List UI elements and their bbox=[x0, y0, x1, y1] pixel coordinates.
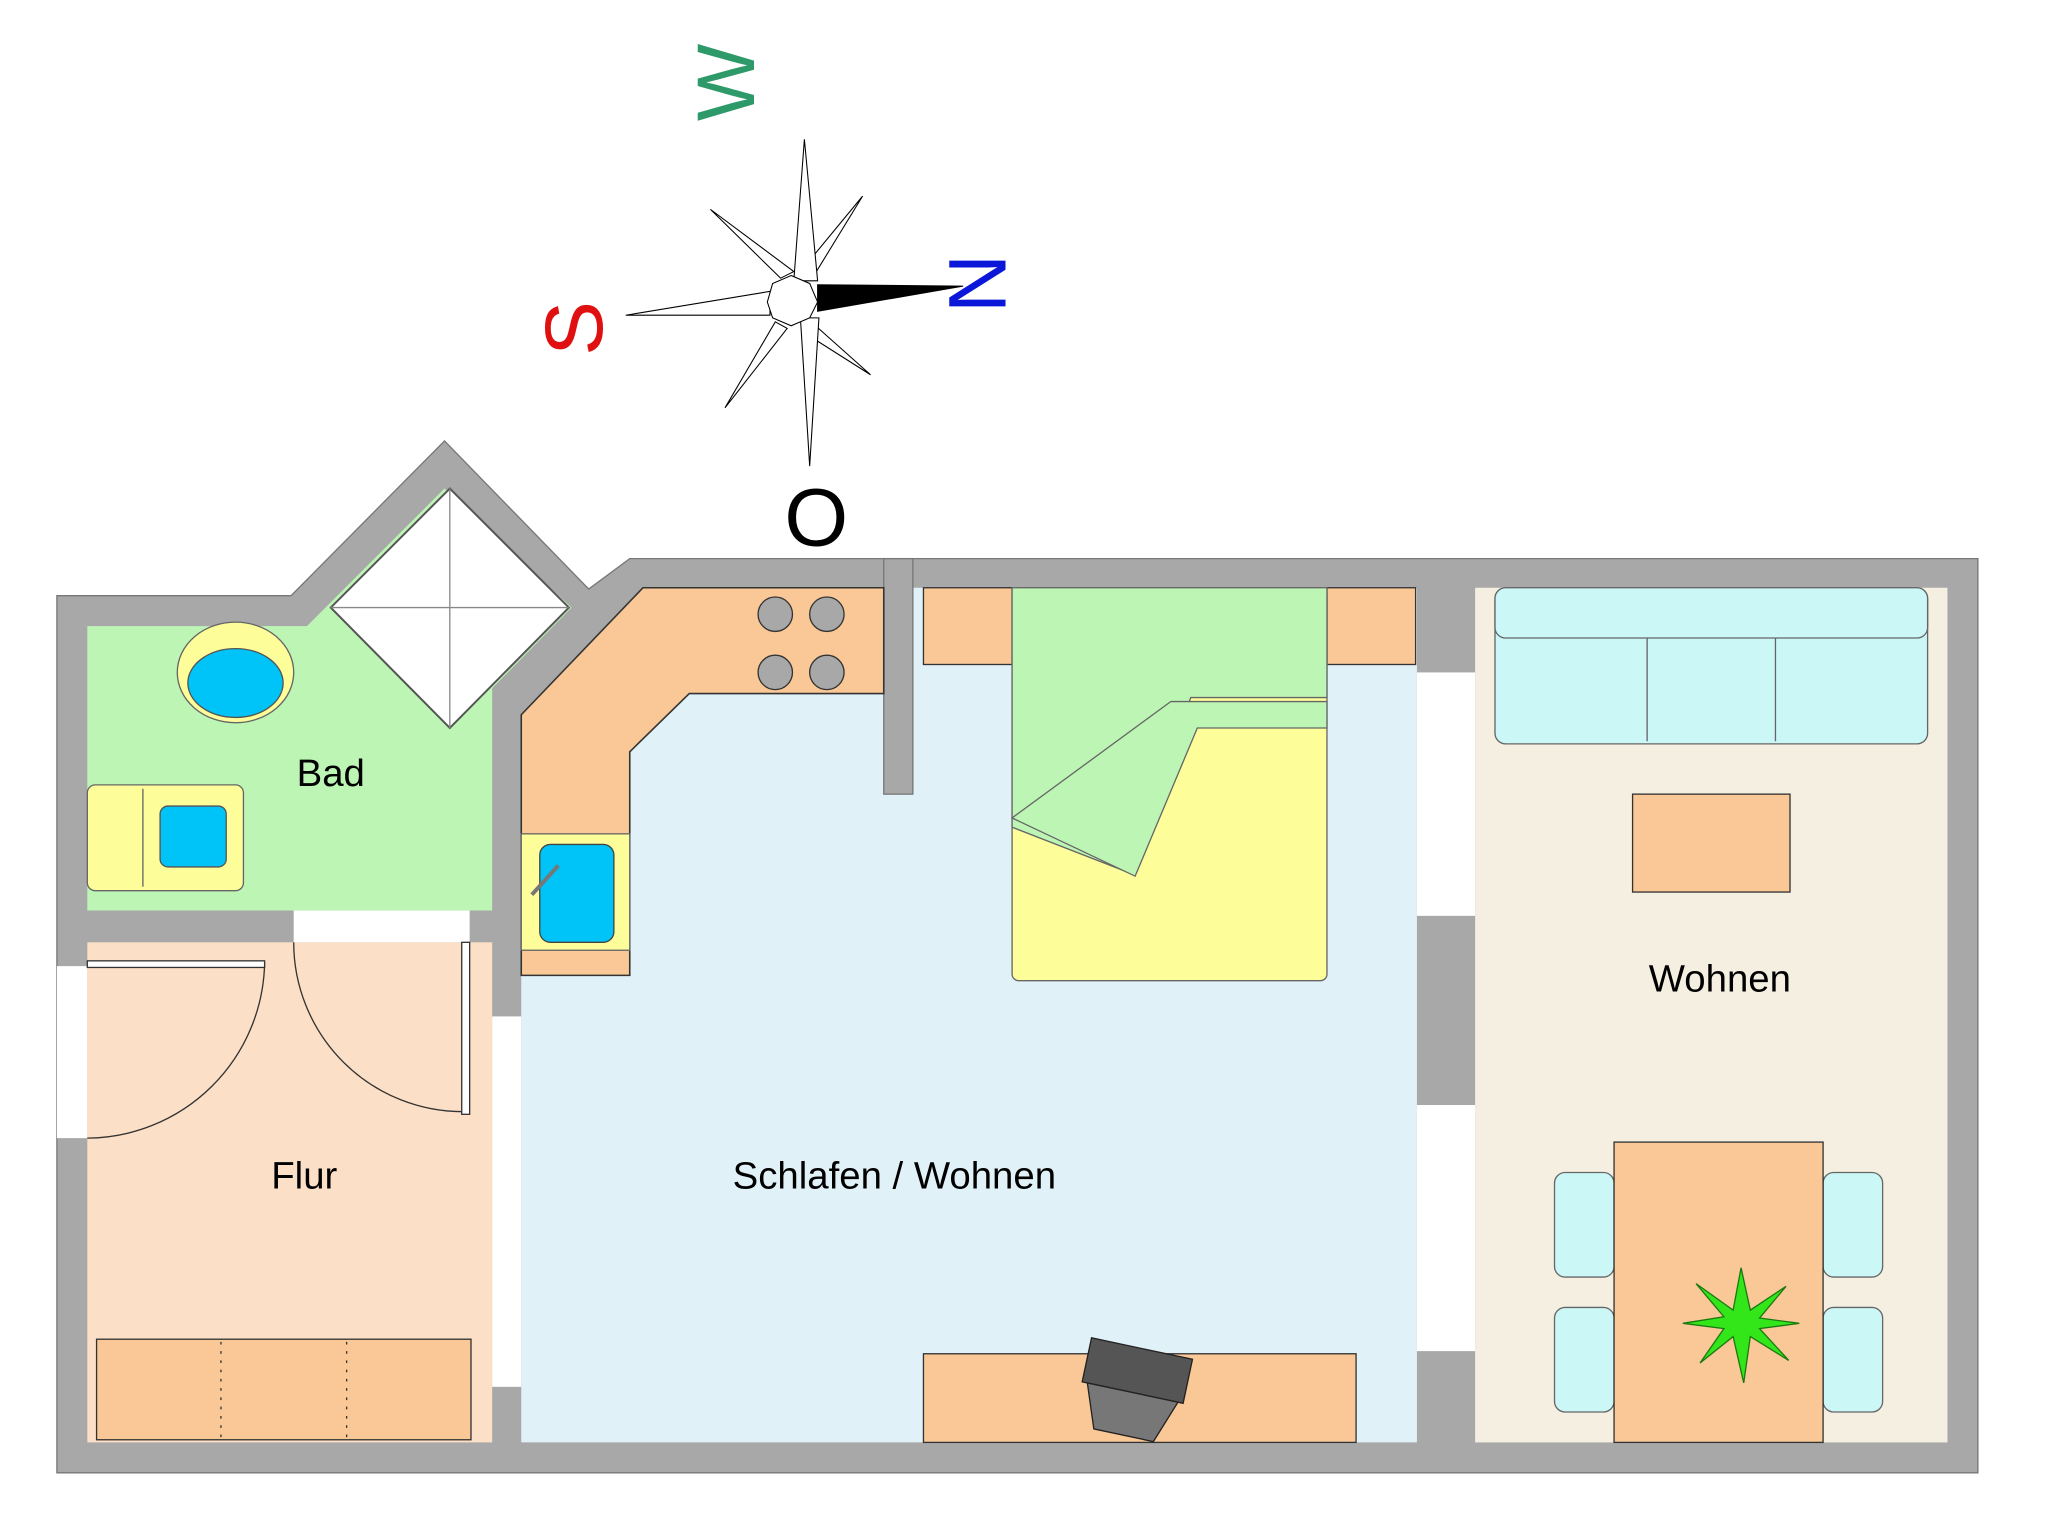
faucet bbox=[530, 864, 560, 897]
bathroom-door-leaf bbox=[461, 941, 471, 1115]
glass-door-upper bbox=[1416, 672, 1476, 916]
label-hallway: Flur bbox=[271, 1154, 337, 1197]
dining-chair bbox=[1553, 1306, 1615, 1413]
office-chair bbox=[1081, 1337, 1194, 1443]
dining-table bbox=[1613, 1141, 1824, 1444]
sofa-back bbox=[1494, 587, 1929, 639]
nightstand bbox=[1326, 587, 1417, 666]
compass-rose-icon bbox=[625, 139, 964, 467]
stove-burner bbox=[757, 654, 794, 691]
north-pointer bbox=[817, 284, 964, 312]
dining-chair bbox=[1822, 1171, 1884, 1278]
bathroom-door-opening bbox=[293, 910, 470, 943]
entrance-door-swing bbox=[87, 963, 266, 1139]
partition-wall-stub bbox=[883, 557, 914, 795]
coffee-table bbox=[1631, 793, 1791, 893]
blanket-fold bbox=[1010, 700, 1328, 878]
toilet-bowl bbox=[159, 805, 227, 868]
compass-north: N bbox=[932, 254, 1023, 313]
nightstand bbox=[922, 587, 1013, 666]
glass-door-lower bbox=[1416, 1105, 1476, 1352]
bathroom-door-swing bbox=[293, 942, 464, 1113]
label-bathroom: Bad bbox=[297, 752, 365, 795]
plant-icon bbox=[1682, 1267, 1800, 1384]
label-living: Wohnen bbox=[1649, 957, 1791, 1000]
kitchen-sink-basin bbox=[539, 843, 615, 943]
hall-to-room-opening bbox=[492, 1016, 522, 1387]
compass-east: O bbox=[784, 472, 848, 563]
label-bedroom-living: Schlafen / Wohnen bbox=[733, 1154, 1056, 1197]
compass-south: S bbox=[529, 301, 620, 356]
stove-burner bbox=[809, 654, 845, 691]
stove-burner bbox=[757, 596, 794, 633]
compass-west: W bbox=[681, 43, 772, 121]
dining-chair bbox=[1553, 1171, 1615, 1278]
entrance-opening bbox=[56, 966, 88, 1139]
wardrobe bbox=[95, 1338, 472, 1441]
stove-burner bbox=[809, 596, 845, 633]
entrance-door-leaf bbox=[86, 960, 266, 969]
bathroom-sink-basin bbox=[187, 647, 284, 719]
dining-chair bbox=[1822, 1306, 1884, 1413]
